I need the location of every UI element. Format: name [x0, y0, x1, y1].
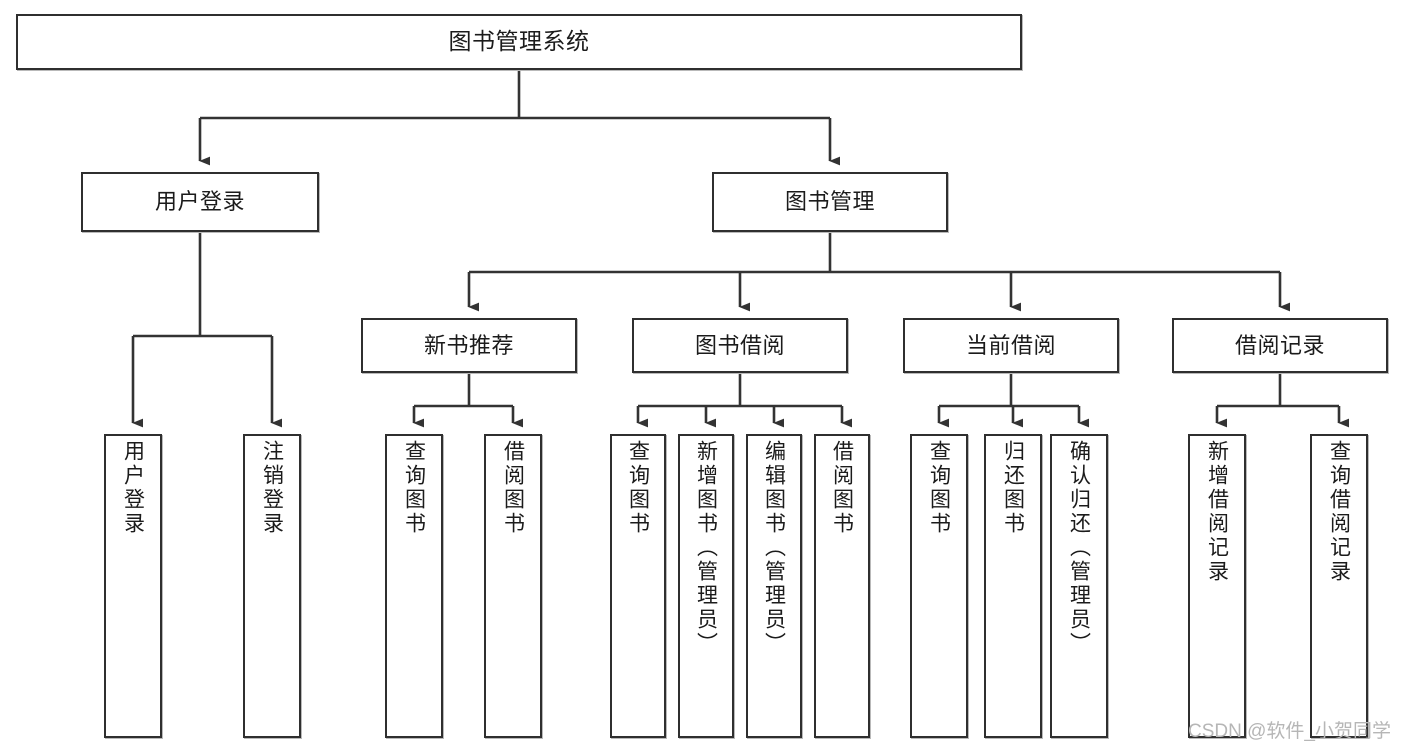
leaf-borrow-book-2[interactable]: 借阅图书: [814, 434, 870, 738]
node-label: 图书借阅: [694, 332, 785, 358]
node-book-borrow[interactable]: 图书借阅: [632, 318, 848, 373]
node-label: 借阅图书: [501, 440, 525, 536]
node-borrow-record[interactable]: 借阅记录: [1172, 318, 1388, 373]
node-label: 编辑图书（管理员）: [762, 440, 786, 656]
node-label: 查询图书: [927, 440, 951, 536]
node-label: 借阅记录: [1234, 332, 1325, 358]
leaf-edit-book[interactable]: 编辑图书（管理员）: [746, 434, 802, 738]
node-label: 借阅图书: [830, 440, 854, 536]
leaf-add-book[interactable]: 新增图书（管理员）: [678, 434, 734, 738]
node-user-login[interactable]: 用户登录: [81, 172, 319, 232]
node-label: 新增图书（管理员）: [694, 440, 718, 656]
node-new-book-recommend[interactable]: 新书推荐: [361, 318, 577, 373]
node-root-system[interactable]: 图书管理系统: [16, 14, 1022, 70]
leaf-user-login[interactable]: 用户登录: [104, 434, 162, 738]
leaf-add-record[interactable]: 新增借阅记录: [1188, 434, 1246, 738]
node-label: 用户登录: [154, 189, 245, 215]
node-label: 确认归还（管理员）: [1067, 440, 1091, 656]
node-label: 归还图书: [1001, 440, 1025, 536]
node-label: 注销登录: [260, 440, 284, 536]
node-label: 查询图书: [402, 440, 426, 536]
leaf-return-book[interactable]: 归还图书: [984, 434, 1042, 738]
node-label: 新书推荐: [423, 332, 514, 358]
node-label: 当前借阅: [965, 332, 1056, 358]
node-label: 图书管理系统: [448, 28, 590, 55]
node-label: 新增借阅记录: [1205, 440, 1229, 584]
node-label: 图书管理: [784, 189, 875, 215]
node-label: 查询借阅记录: [1327, 440, 1351, 584]
leaf-query-book-1[interactable]: 查询图书: [385, 434, 443, 738]
leaf-query-book-3[interactable]: 查询图书: [910, 434, 968, 738]
leaf-confirm-return[interactable]: 确认归还（管理员）: [1050, 434, 1108, 738]
leaf-query-book-2[interactable]: 查询图书: [610, 434, 666, 738]
node-book-manage[interactable]: 图书管理: [712, 172, 948, 232]
leaf-query-record[interactable]: 查询借阅记录: [1310, 434, 1368, 738]
leaf-borrow-book-1[interactable]: 借阅图书: [484, 434, 542, 738]
node-label: 用户登录: [121, 440, 145, 536]
leaf-logout[interactable]: 注销登录: [243, 434, 301, 738]
node-label: 查询图书: [626, 440, 650, 536]
node-current-borrow[interactable]: 当前借阅: [903, 318, 1119, 373]
